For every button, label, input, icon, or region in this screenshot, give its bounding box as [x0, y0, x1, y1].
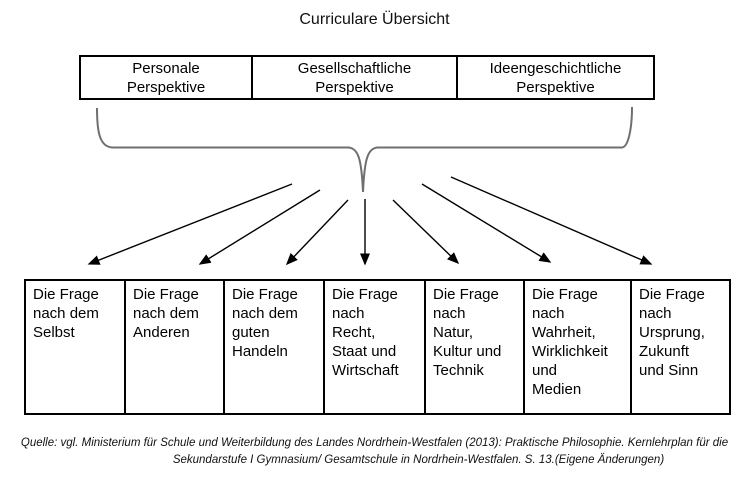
perspective-cell-personale: Personale Perspektive [126, 60, 206, 96]
perspective-cell-gesellschaftliche: Gesellschaftliche Perspektive [251, 57, 456, 98]
arrow-3 [285, 199, 349, 266]
source-citation: Quelle: vgl. Ministerium für Schule und … [0, 435, 749, 469]
question-cell-ursprung: Die Frage nach Ursprung, Zukunft und Sin… [630, 281, 729, 413]
arrow-1 [87, 183, 293, 265]
arrow-5 [392, 199, 460, 265]
page-title: Curriculare Übersicht [299, 11, 450, 28]
arrow-2 [198, 189, 321, 265]
perspectives-row: Personale Perspektive Gesellschaftliche … [79, 55, 655, 100]
arrow-6 [421, 183, 552, 263]
question-cell-wahrheit: Die Frage nach Wahrheit, Wirklichkeit un… [523, 281, 630, 413]
question-cell-handeln: Die Frage nach dem guten Handeln [223, 281, 323, 413]
question-cell-recht: Die Frage nach Recht, Staat und Wirtscha… [323, 281, 424, 413]
source-citation-line1: Quelle: vgl. Ministerium für Schule und … [20, 437, 729, 449]
perspective-cell-ideengeschichtliche: Ideengeschichtliche Perspektive [456, 57, 653, 98]
question-cell-natur: Die Frage nach Natur, Kultur und Technik [424, 281, 523, 413]
question-cell-anderen: Die Frage nach dem Anderen [124, 281, 223, 413]
question-cell-selbst: Die Frage nach dem Selbst [33, 286, 99, 341]
curly-brace [96, 106, 633, 193]
questions-row: Die Frage nach dem Selbst Die Frage nach… [24, 279, 731, 415]
source-citation-line2: Sekundarstufe I Gymnasium/ Gesamtschule … [172, 454, 665, 466]
arrow-7 [450, 176, 653, 265]
